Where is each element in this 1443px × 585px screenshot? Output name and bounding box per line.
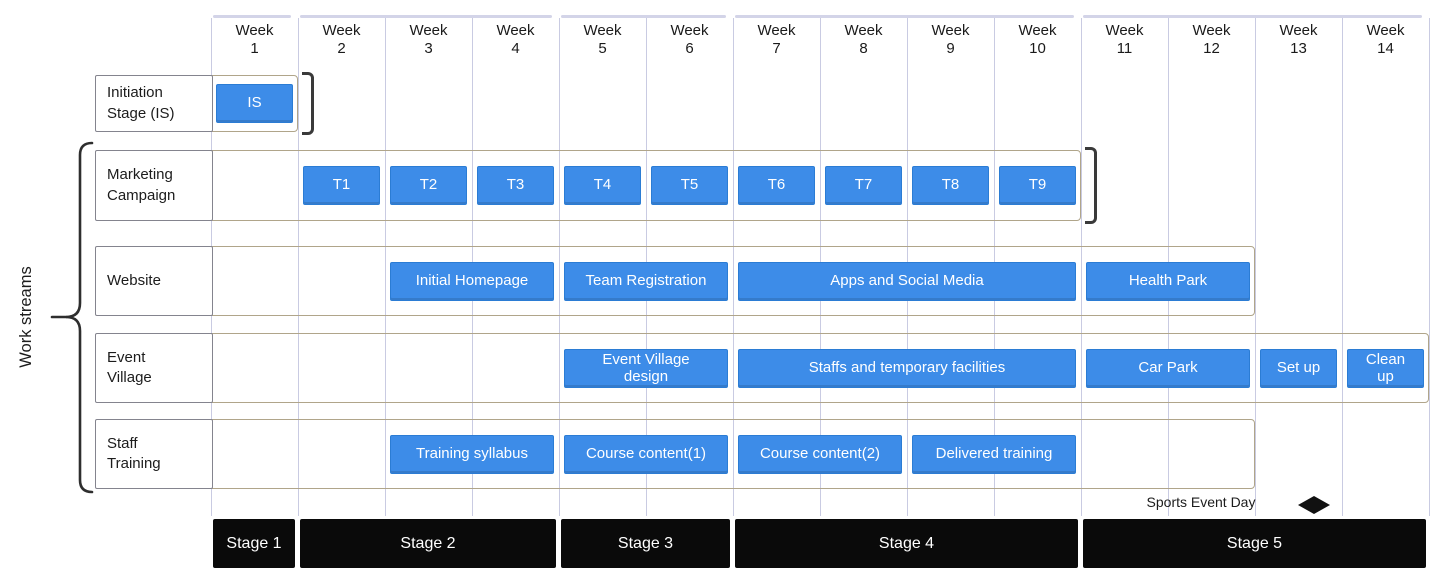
week-number: 8 bbox=[859, 40, 868, 58]
week-word: Week bbox=[583, 22, 622, 39]
header-top-rule-segment bbox=[1083, 15, 1422, 18]
gantt-bar: Staffs and temporary facilities bbox=[738, 349, 1076, 388]
header-top-rule-segment bbox=[561, 15, 726, 18]
gantt-bar: Event Village design bbox=[564, 349, 728, 388]
week-grid-line bbox=[1081, 18, 1082, 516]
gantt-bar: Set up bbox=[1260, 349, 1337, 388]
gantt-bar: Initial Homepage bbox=[390, 262, 554, 301]
week-number: 2 bbox=[337, 40, 346, 58]
gantt-bar: T9 bbox=[999, 166, 1076, 205]
week-number: 14 bbox=[1377, 40, 1394, 58]
week-word: Week bbox=[757, 22, 796, 39]
week-word: Week bbox=[322, 22, 361, 39]
stage-cell: Stage 1 bbox=[213, 519, 295, 568]
week-number: 7 bbox=[772, 40, 781, 58]
header-top-rule-segment bbox=[213, 15, 291, 18]
week-word: Week bbox=[1105, 22, 1144, 39]
row-label-box: Marketing Campaign bbox=[95, 150, 213, 221]
gantt-bar: Training syllabus bbox=[390, 435, 554, 474]
week-word: Week bbox=[670, 22, 709, 39]
week-number: 9 bbox=[946, 40, 955, 58]
gantt-bar: T7 bbox=[825, 166, 902, 205]
week-grid-line bbox=[1342, 18, 1343, 516]
week-number: 3 bbox=[424, 40, 433, 58]
gantt-bar: Car Park bbox=[1086, 349, 1250, 388]
week-word: Week bbox=[1192, 22, 1231, 39]
week-number: 13 bbox=[1290, 40, 1307, 58]
gantt-bar: IS bbox=[216, 84, 293, 123]
gantt-bar: T8 bbox=[912, 166, 989, 205]
gantt-bar: T5 bbox=[651, 166, 728, 205]
week-grid-line bbox=[1255, 18, 1256, 516]
week-number: 1 bbox=[250, 40, 259, 58]
week-word: Week bbox=[1018, 22, 1057, 39]
gantt-bar: Course content(2) bbox=[738, 435, 902, 474]
gantt-bar: T1 bbox=[303, 166, 380, 205]
stage-cell: Stage 5 bbox=[1083, 519, 1426, 568]
row-label-box: Initiation Stage (IS) bbox=[95, 75, 213, 132]
week-word: Week bbox=[409, 22, 448, 39]
week-grid-line bbox=[559, 18, 560, 516]
gantt-bar: T3 bbox=[477, 166, 554, 205]
week-number: 12 bbox=[1203, 40, 1220, 58]
work-streams-brace bbox=[50, 141, 94, 494]
row-label-box: Staff Training bbox=[95, 419, 213, 489]
gantt-bar: T4 bbox=[564, 166, 641, 205]
week-number: 5 bbox=[598, 40, 607, 58]
row-end-bracket bbox=[302, 72, 314, 135]
row-end-bracket bbox=[1085, 147, 1097, 224]
week-word: Week bbox=[931, 22, 970, 39]
week-grid-line bbox=[385, 18, 386, 516]
week-number: 10 bbox=[1029, 40, 1046, 58]
week-word: Week bbox=[235, 22, 274, 39]
stage-cell: Stage 3 bbox=[561, 519, 730, 568]
week-grid-line bbox=[298, 18, 299, 516]
week-number: 11 bbox=[1116, 40, 1133, 58]
week-word: Week bbox=[1279, 22, 1318, 39]
gantt-bar: Course content(1) bbox=[564, 435, 728, 474]
week-word: Week bbox=[844, 22, 883, 39]
stage-cell: Stage 4 bbox=[735, 519, 1078, 568]
stage-cell: Stage 2 bbox=[300, 519, 556, 568]
header-top-rule-segment bbox=[300, 15, 552, 18]
row-label-box: Website bbox=[95, 246, 213, 316]
week-grid-line bbox=[733, 18, 734, 516]
week-number: 6 bbox=[685, 40, 694, 58]
milestone-label: Sports Event Day bbox=[1146, 494, 1256, 510]
week-word: Week bbox=[1366, 22, 1405, 39]
week-grid-line bbox=[1429, 18, 1430, 516]
gantt-bar: Clean up bbox=[1347, 349, 1424, 388]
gantt-bar: T6 bbox=[738, 166, 815, 205]
gantt-bar: Apps and Social Media bbox=[738, 262, 1076, 301]
row-label-box: Event Village bbox=[95, 333, 213, 403]
week-word: Week bbox=[496, 22, 535, 39]
week-number: 4 bbox=[511, 40, 520, 58]
milestone-diamond-icon bbox=[1298, 496, 1330, 514]
work-streams-label: Work streams bbox=[17, 266, 35, 368]
gantt-bar: Health Park bbox=[1086, 262, 1250, 301]
gantt-bar: Team Registration bbox=[564, 262, 728, 301]
header-top-rule-segment bbox=[735, 15, 1074, 18]
gantt-bar: Delivered training bbox=[912, 435, 1076, 474]
gantt-bar: T2 bbox=[390, 166, 467, 205]
